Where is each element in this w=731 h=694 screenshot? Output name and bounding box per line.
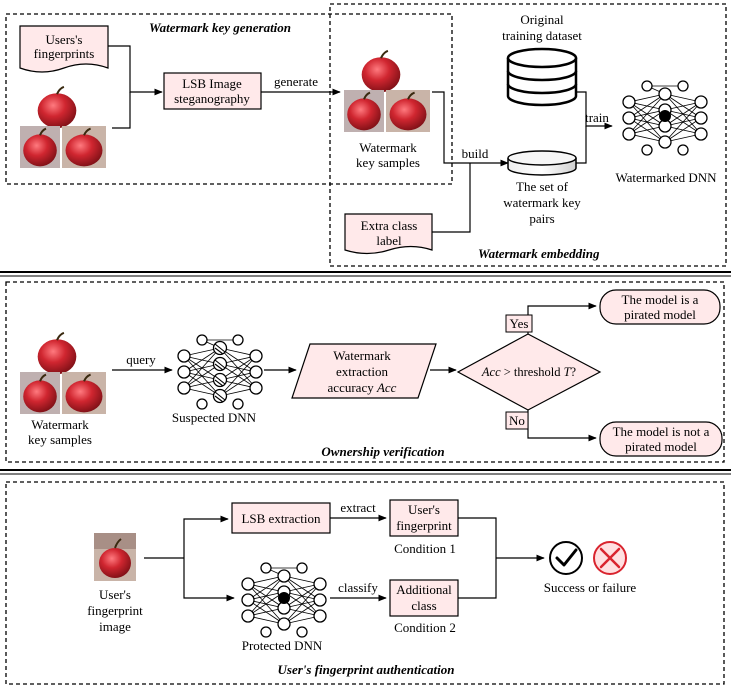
image-label-line3: image: [99, 619, 131, 634]
classify-label: classify: [338, 580, 378, 595]
edge-extra-label: [432, 163, 471, 233]
ownership-title: Ownership verification: [321, 444, 444, 459]
extra-label-document-icon: [344, 213, 433, 255]
accuracy-line1: Watermark: [333, 348, 391, 363]
wm-samples-apple-right: [386, 90, 430, 132]
additional-class-box: [389, 579, 459, 617]
embedding-title: Watermark embedding: [478, 246, 600, 261]
image-label-line1: User's: [99, 587, 131, 602]
edge-to-lsb-extraction: [183, 515, 229, 558]
pirated-line2: pirated model: [624, 307, 696, 322]
authentication-title: User's fingerprint authentication: [278, 662, 455, 677]
mid-samples-apple-right: [62, 372, 106, 414]
not-pirated-line1: The model is not a: [613, 424, 710, 439]
edge-cond2-merge: [458, 558, 497, 599]
check-circle-icon: [549, 541, 583, 575]
watermarked-dnn-neural-network-icon: [622, 80, 708, 156]
keygen-apple-left: [20, 126, 60, 168]
lsb-steganography-box: [163, 72, 262, 110]
lsb-box-line1: LSB Image: [182, 76, 242, 91]
user-fingerprint-box: [389, 499, 459, 537]
wm-samples-line1: Watermark: [359, 140, 417, 155]
extra-label-line1: Extra class: [361, 218, 418, 233]
query-label: query: [126, 352, 156, 367]
generate-label: generate: [274, 74, 318, 89]
lsb-extraction-label: LSB extraction: [241, 511, 321, 526]
extra-label-line2: label: [376, 233, 402, 248]
accuracy-parallelogram: [291, 343, 437, 399]
user-fp-line2: fingerprint: [396, 518, 452, 533]
suspected-dnn-label: Suspected DNN: [172, 410, 257, 425]
mid-samples-line1: Watermark: [31, 417, 89, 432]
user-fp-line1: User's: [408, 502, 440, 517]
yes-box: [505, 314, 533, 333]
additional-line2: class: [411, 598, 436, 613]
pirated-box: [599, 289, 721, 325]
edge-apples-to-lsb: [112, 92, 131, 129]
document-icon: [19, 25, 109, 73]
wm-samples-apple-left: [344, 90, 384, 132]
accuracy-line2: extraction: [336, 364, 388, 379]
lsb-extraction-box: [231, 502, 331, 534]
suspected-dnn-neural-network-icon: [177, 334, 263, 410]
edge-yes: [527, 302, 597, 334]
pirated-line1: The model is a: [622, 292, 699, 307]
no-label: No: [509, 413, 525, 428]
dataset-line1: Original: [520, 12, 564, 27]
ownership-region: [5, 281, 725, 463]
extract-label: extract: [340, 500, 376, 515]
result-label: Success or failure: [544, 580, 637, 595]
wm-samples-apple-top: [361, 49, 401, 93]
keygen-title: Watermark key generation: [149, 20, 291, 35]
pairs-line3: pairs: [529, 211, 554, 226]
mid-samples-apple-top: [37, 331, 77, 375]
edge-cond1-merge: [458, 517, 497, 558]
database-icon: [506, 47, 578, 107]
condition-1-label: Condition 1: [394, 541, 456, 556]
edge-doc-to-lsb: [108, 45, 163, 96]
no-box: [505, 411, 529, 430]
apple-image-icon: [94, 533, 136, 581]
protected-dnn-neural-network-icon: [241, 562, 327, 638]
image-label-line2: fingerprint: [87, 603, 143, 618]
pairs-line1: The set of: [516, 179, 569, 194]
wm-samples-line2: key samples: [356, 155, 420, 170]
fingerprint-doc-line2: fingerprints: [34, 46, 95, 61]
mid-samples-line2: key samples: [28, 432, 92, 447]
edge-samples-to-pairs: [432, 91, 509, 167]
authentication-region: [5, 481, 725, 685]
condition-2-label: Condition 2: [394, 620, 456, 635]
not-pirated-box: [599, 421, 723, 457]
protected-dnn-label: Protected DNN: [242, 638, 323, 653]
edge-no: [527, 410, 597, 442]
edge-pairs-train: [576, 126, 587, 164]
cross-circle-icon: [593, 541, 627, 575]
keygen-apple-top: [37, 85, 77, 129]
fingerprint-doc-line1: Users's: [45, 32, 82, 47]
not-pirated-line2: pirated model: [625, 439, 697, 454]
edge-to-protected-dnn: [183, 558, 235, 602]
keygen-apple-right: [62, 126, 106, 168]
dataset-line2: training dataset: [502, 28, 582, 43]
watermarked-dnn-label: Watermarked DNN: [615, 170, 717, 185]
train-label: train: [585, 110, 609, 125]
edge-train: [576, 91, 613, 130]
lsb-box-line2: steganography: [174, 91, 250, 106]
embedding-region: [329, 3, 727, 267]
additional-line1: Additional: [396, 582, 452, 597]
mid-samples-apple-left: [20, 372, 60, 414]
decision-label: Acc > threshold T?: [481, 365, 577, 379]
accuracy-line3: accuracy Acc: [328, 380, 397, 395]
build-label: build: [462, 146, 489, 161]
yes-label: Yes: [510, 316, 529, 331]
pairs-line2: watermark key: [503, 195, 581, 210]
pairs-database-icon: [507, 150, 577, 176]
